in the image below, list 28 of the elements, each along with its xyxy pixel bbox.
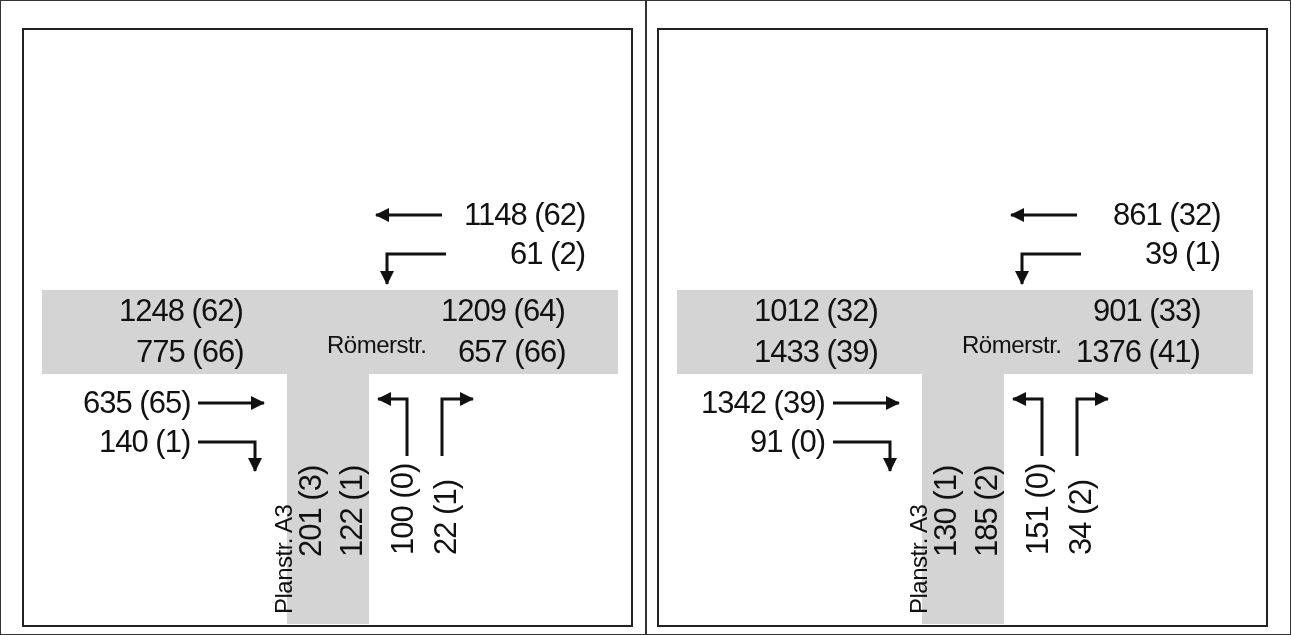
road-junction bbox=[677, 290, 1253, 624]
traffic-count: 1209 (64) bbox=[441, 294, 565, 328]
traffic-count: 1148 (62) bbox=[464, 198, 586, 232]
traffic-count: 39 (1) bbox=[1145, 237, 1220, 271]
street-name: Römerstr. bbox=[962, 331, 1062, 359]
traffic-count: 22 (1) bbox=[429, 480, 463, 555]
road-junction bbox=[42, 290, 618, 624]
traffic-count: 1376 (41) bbox=[1076, 335, 1200, 369]
traffic-count: 1248 (62) bbox=[119, 294, 243, 328]
traffic-count: 122 (1) bbox=[335, 465, 369, 557]
panel-frame bbox=[22, 28, 633, 627]
traffic-count: 635 (65) bbox=[83, 386, 191, 420]
traffic-count: 140 (1) bbox=[99, 425, 191, 459]
traffic-count: 775 (66) bbox=[136, 335, 244, 369]
street-name: Römerstr. bbox=[327, 331, 427, 359]
traffic-count: 1342 (39) bbox=[701, 386, 825, 420]
traffic-count: 91 (0) bbox=[750, 425, 825, 459]
traffic-count: 1012 (32) bbox=[754, 294, 878, 328]
traffic-count: 1433 (39) bbox=[754, 335, 878, 369]
traffic-count: 185 (2) bbox=[970, 465, 1004, 557]
traffic-count: 61 (2) bbox=[510, 237, 585, 271]
traffic-count: 901 (33) bbox=[1093, 294, 1201, 328]
panel-frame bbox=[657, 28, 1268, 627]
traffic-count: 151 (0) bbox=[1021, 463, 1055, 555]
traffic-count: 34 (2) bbox=[1064, 480, 1098, 555]
traffic-count: 657 (66) bbox=[458, 335, 566, 369]
traffic-count: 861 (32) bbox=[1113, 198, 1221, 232]
traffic-count: 100 (0) bbox=[386, 463, 420, 555]
